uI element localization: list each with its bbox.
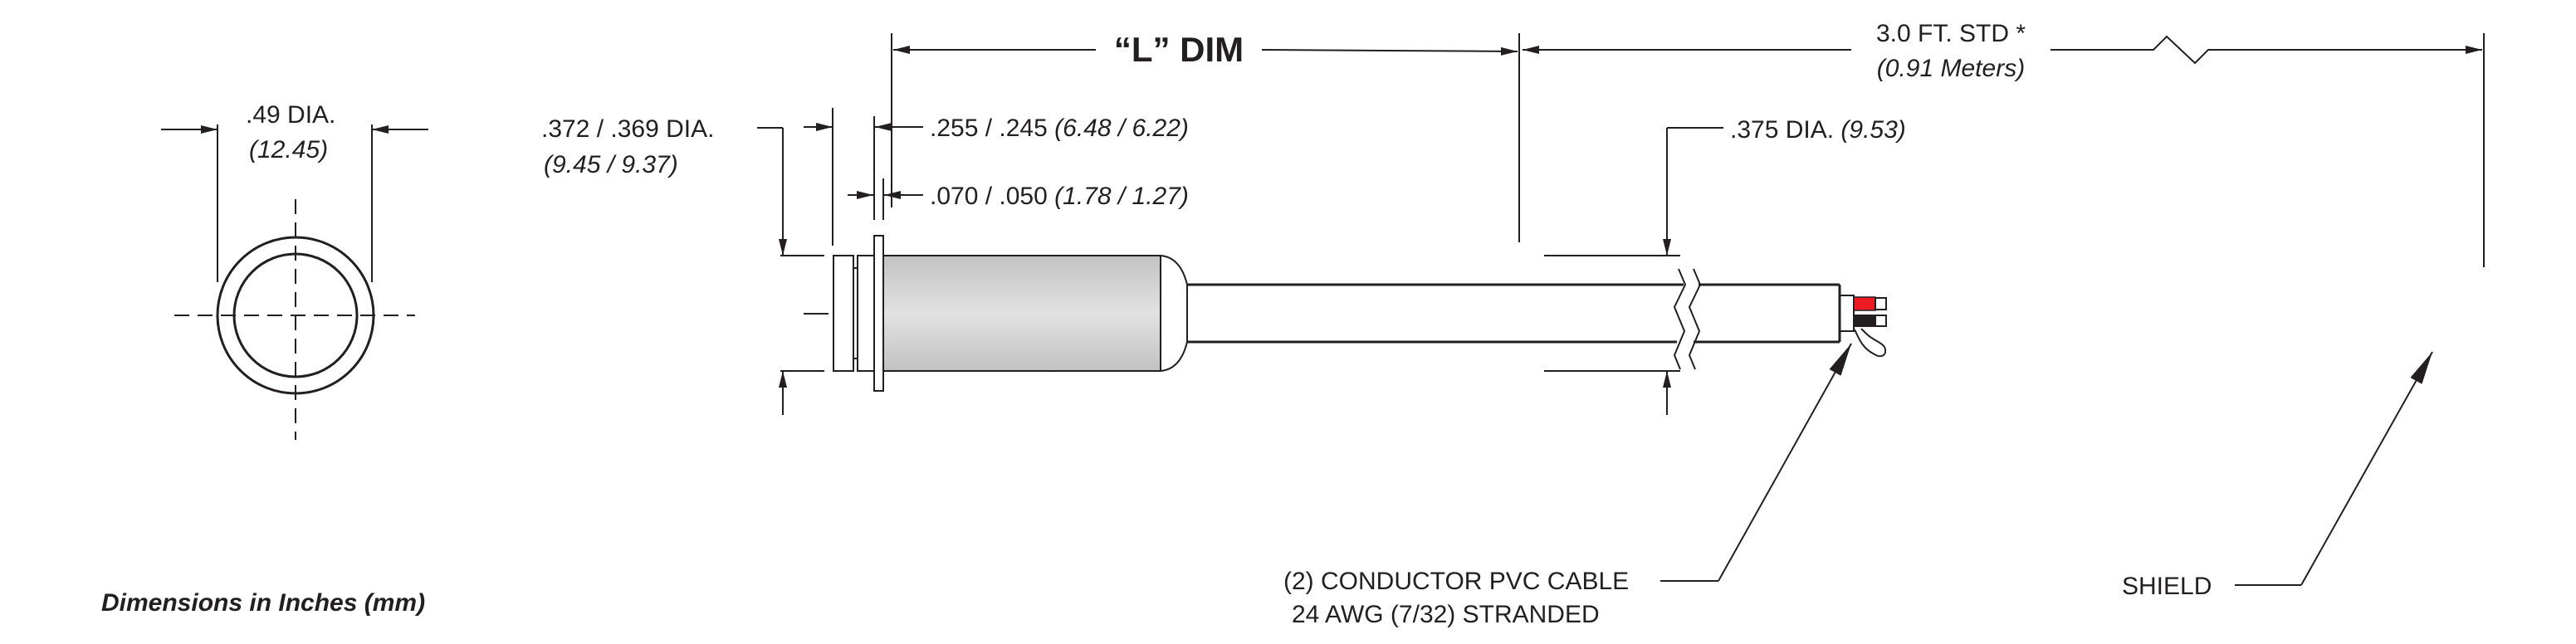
cap-dimensions: .255 / .245 (6.48 / 6.22) .070 / .050 (1… bbox=[804, 108, 1189, 246]
flange-thickness-label: .070 / .050 bbox=[930, 183, 1048, 210]
cable-length-dimension: 3.0 FT. STD * (0.91 Meters) bbox=[1523, 20, 2485, 267]
sensor-body bbox=[833, 235, 1188, 392]
end-view: .49 DIA. (12.45) bbox=[161, 101, 428, 440]
cap-length-mm: (6.48 / 6.22) bbox=[1054, 115, 1189, 142]
length-dimension: “L” DIM bbox=[891, 30, 1520, 242]
cable-dia-label: .375 DIA. bbox=[1730, 116, 1834, 144]
cable-callout-line1: (2) CONDUCTOR PVC CABLE bbox=[1283, 568, 1629, 595]
cable-callout: (2) CONDUCTOR PVC CABLE 24 AWG (7/32) ST… bbox=[1283, 343, 1852, 628]
cable bbox=[1187, 268, 1887, 370]
body-dia-mm: (9.45 / 9.37) bbox=[544, 151, 678, 178]
cable-callout-line2: 24 AWG (7/32) STRANDED bbox=[1292, 601, 1600, 628]
cable-length-label: 3.0 FT. STD * bbox=[1876, 20, 2026, 47]
end-dia-mm: (12.45) bbox=[249, 136, 328, 163]
flange-thickness-mm: (1.78 / 1.27) bbox=[1054, 183, 1189, 210]
body-dia-label: .372 / .369 DIA. bbox=[541, 115, 714, 143]
cable-dia-dimension: .375 DIA. (9.53) bbox=[1544, 116, 1906, 415]
black-wire bbox=[1854, 315, 1875, 327]
svg-text:.070 / .050 (1.78 / 1.27): .070 / .050 (1.78 / 1.27) bbox=[930, 183, 1189, 210]
length-label: “L” DIM bbox=[1114, 30, 1244, 69]
svg-text:.375 DIA. (9.53): .375 DIA. (9.53) bbox=[1730, 116, 1906, 144]
body-dia-dimension: .372 / .369 DIA. (9.45 / 9.37) bbox=[541, 115, 829, 415]
cable-dia-mm: (9.53) bbox=[1840, 116, 1905, 144]
shield-label: SHIELD bbox=[2122, 573, 2212, 600]
units-note: Dimensions in Inches (mm) bbox=[101, 589, 425, 617]
end-dia-label: .49 DIA. bbox=[246, 101, 335, 129]
cable-length-mm: (0.91 Meters) bbox=[1877, 55, 2025, 82]
cap-length-label: .255 / .245 bbox=[930, 115, 1048, 142]
shield-callout: SHIELD bbox=[2122, 351, 2433, 600]
red-wire bbox=[1853, 296, 1876, 311]
svg-text:.255 / .245 (6.48 / 6.22): .255 / .245 (6.48 / 6.22) bbox=[930, 115, 1189, 142]
